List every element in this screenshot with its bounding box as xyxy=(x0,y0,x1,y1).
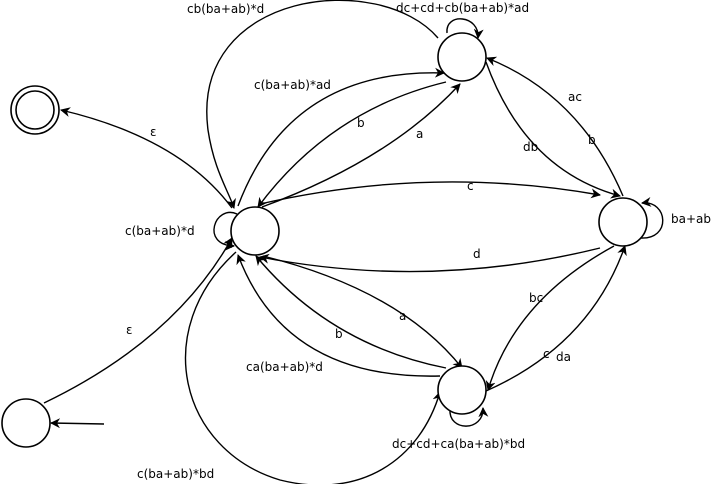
label-top-to-right-db: db xyxy=(523,140,538,154)
edge-right-loop xyxy=(639,197,664,239)
label-center-to-top: c(ba+ab)*ad xyxy=(254,78,331,92)
edge-bottom-loop xyxy=(449,407,489,427)
label-bottom-to-center-long: ca(ba+ab)*d xyxy=(246,360,323,374)
label-center-to-accept: ε xyxy=(150,125,157,139)
edge-top-to-right xyxy=(485,61,621,199)
edge-top-to-center-b xyxy=(257,81,447,208)
label-top-to-center-big: cb(ba+ab)*d xyxy=(187,2,264,16)
label-top-loop: dc+cd+cb(ba+ab)*ad xyxy=(396,1,529,15)
label-center-to-top-a: a xyxy=(416,127,423,141)
label-right-to-top-ac: ac xyxy=(568,90,582,104)
label-right-to-bottom-c: c xyxy=(543,347,550,361)
edge-right-to-bottom-bc xyxy=(485,245,615,391)
state-top xyxy=(437,32,487,82)
nodes xyxy=(1,32,648,448)
edge-bottom-to-center-b xyxy=(255,255,447,369)
state-right xyxy=(598,197,648,247)
edge-center-to-top xyxy=(237,67,445,207)
label-bottom-to-right-da: da xyxy=(556,350,571,364)
state-start xyxy=(1,398,51,448)
label-start-to-center: ε xyxy=(126,323,133,337)
state-bottom xyxy=(437,365,487,415)
edge-center-to-bottom-a xyxy=(262,255,463,369)
edge-center-to-bottom-long xyxy=(184,251,443,486)
label-center-to-bottom-a: a xyxy=(399,309,406,323)
label-right-to-top-b: b xyxy=(588,133,596,147)
edge-right-to-top xyxy=(486,56,624,197)
edge-center-to-accept xyxy=(60,107,233,209)
edge-top-to-center-big xyxy=(206,0,439,209)
initial-arrow xyxy=(50,418,105,429)
edge-center-to-top-a xyxy=(261,83,461,208)
label-bottom-to-center-b: b xyxy=(335,327,343,341)
edge-center-loop xyxy=(213,211,238,251)
edge-right-to-center-d xyxy=(259,247,601,273)
state-accept-inner xyxy=(15,90,55,130)
label-center-to-bottom-long: c(ba+ab)*bd xyxy=(137,467,214,481)
state-center xyxy=(230,206,280,256)
label-right-to-bottom-bc: bc xyxy=(529,291,543,305)
edge-top-loop xyxy=(446,18,484,39)
edge-start-to-center xyxy=(43,237,233,404)
edge-center-to-right-c xyxy=(259,181,601,205)
label-top-to-center-b: b xyxy=(357,116,365,130)
label-center-to-right-c: c xyxy=(467,179,474,193)
label-bottom-loop: dc+cd+ca(ba+ab)*bd xyxy=(392,437,525,451)
edges xyxy=(43,0,664,486)
edge-bottom-to-right-da xyxy=(485,245,627,392)
edge-bottom-to-center-long xyxy=(236,254,441,377)
label-center-loop: c(ba+ab)*d xyxy=(125,224,195,238)
edge-labels: ε ε c(ba+ab)*d cb(ba+ab)*d c(ba+ab)*ad b… xyxy=(125,1,711,481)
label-right-to-center-d: d xyxy=(473,247,481,261)
label-right-loop: ba+ab xyxy=(671,212,711,226)
